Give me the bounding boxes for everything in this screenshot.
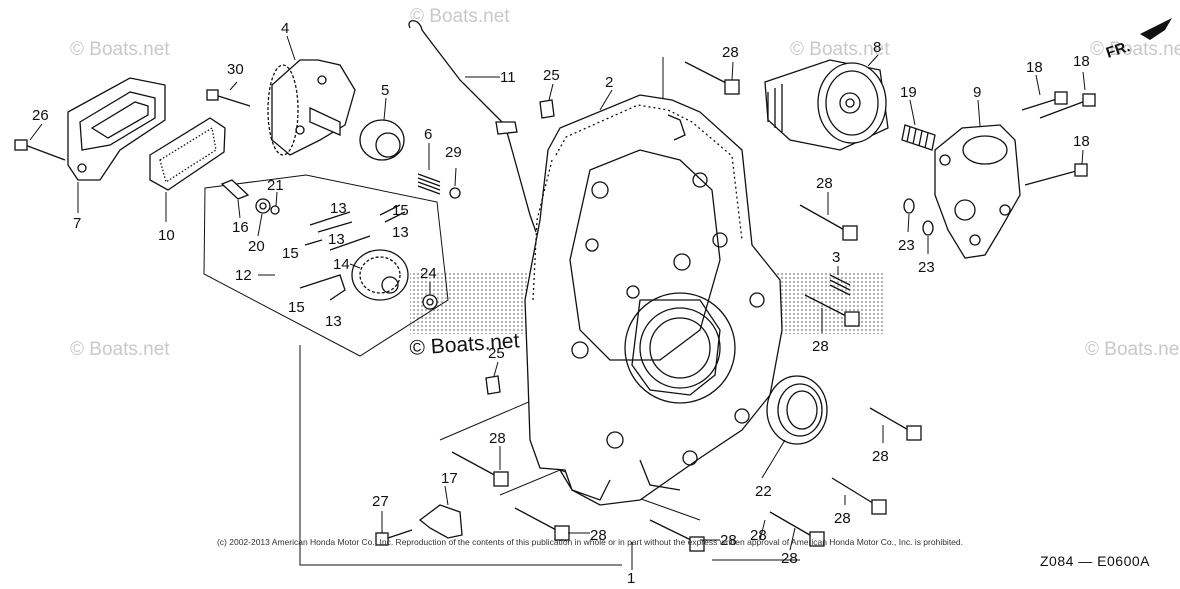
callout-label: 19 [900,84,917,101]
collar [359,119,405,161]
oil-seal [766,375,828,445]
callout-label: 29 [445,144,462,161]
callout-label: 13 [328,231,345,248]
callout-label: 16 [232,219,249,236]
callout-label: 6 [424,126,432,143]
pump-pins [379,204,406,223]
callout-label: 28 [872,448,889,465]
watermark-text: © Boats.net [410,6,510,27]
callout-label: 30 [227,61,244,78]
spring [829,274,851,296]
callout-label: 13 [325,313,342,330]
watermark-text: © Boats.net [790,39,890,60]
callout-label: 28 [812,338,829,355]
callout-label: 28 [816,175,833,192]
callout-label: 22 [755,483,772,500]
callout-label: 17 [441,470,458,487]
o-ring [903,198,915,214]
dipstick [408,20,537,233]
callout-label: 14 [333,256,350,273]
dowel-pin [539,99,555,119]
bolt-set [14,61,1096,552]
callout-label: 18 [1026,59,1043,76]
dowel-pin [485,375,501,395]
group-1-bracket [299,345,622,566]
threaded-nipple [901,124,936,151]
check-ball [449,187,461,199]
washer-hole [259,202,267,210]
watermark-text: © Boats.net [70,339,170,360]
callout-label: 28 [750,527,767,544]
callout-label: 15 [282,245,299,262]
callout-label: 28 [489,430,506,447]
callout-label: 28 [834,510,851,527]
copyright-notice: (c) 2002-2013 American Honda Motor Co., … [216,537,964,547]
callout-label: 15 [288,299,305,316]
callout-label: 7 [73,215,81,232]
callout-label: 9 [973,84,981,101]
callout-label: 26 [32,107,49,124]
callout-label: 23 [898,237,915,254]
oil-pump-rotor [351,249,409,301]
watermark-text: © Boats.net [1090,39,1180,60]
callout-label: 5 [381,82,389,99]
callout-label: 3 [832,249,840,266]
callout-label: 25 [488,345,505,362]
diagram-code: Z084 — E0600A [1039,553,1150,569]
callout-labels: 1 2 3 4 5 6 7 8 9 10 11 12 13 13 13 13 1… [29,20,1090,587]
callout-label: 8 [873,39,881,56]
pump-pins [299,211,371,301]
callout-label: 28 [781,550,798,567]
callout-label: 18 [1073,133,1090,150]
o-ring [270,205,280,215]
oil-filter [764,59,889,151]
o-ring [922,220,934,236]
callout-label: 23 [918,259,935,276]
callout-label: 2 [605,74,613,91]
front-arrow-icon [1140,18,1172,40]
callout-label: 10 [158,227,175,244]
front-direction-marker: FR. [1104,18,1172,62]
bracket [418,504,463,539]
front-label: FR. [1104,38,1132,62]
filter-adapter [934,124,1021,259]
callout-label: 13 [392,224,409,241]
watermark-text: © Boats.net [70,39,170,60]
callout-label: 25 [543,67,560,84]
callout-label: 11 [500,69,516,86]
crankcase-cover [524,94,783,506]
watermark-text: © Boats.net [1085,339,1180,360]
breather-gasket [149,117,226,191]
callout-label: 28 [722,44,739,61]
watermarks: © Boats.net © Boats.net © Boats.net © Bo… [70,6,1180,360]
governor-gear-assembly [267,59,356,156]
oil-pump-group-box [203,174,449,357]
relief-spring [417,173,441,195]
callout-label: 1 [627,570,635,587]
breather-cover [67,77,166,181]
o-ring-hole [426,298,434,306]
callout-label: 15 [392,202,409,219]
washer [255,198,271,214]
callout-label: 4 [281,20,289,37]
callout-label: 12 [235,267,252,284]
callout-label: 18 [1073,53,1090,70]
flange-bolt [220,179,250,200]
callout-label: 27 [372,493,389,510]
callout-label: 24 [420,265,437,282]
callout-label: 20 [248,238,265,255]
callout-label: 28 [720,532,737,549]
callout-label: 13 [330,200,347,217]
callout-label: 28 [590,527,607,544]
callout-label: 21 [267,177,284,194]
